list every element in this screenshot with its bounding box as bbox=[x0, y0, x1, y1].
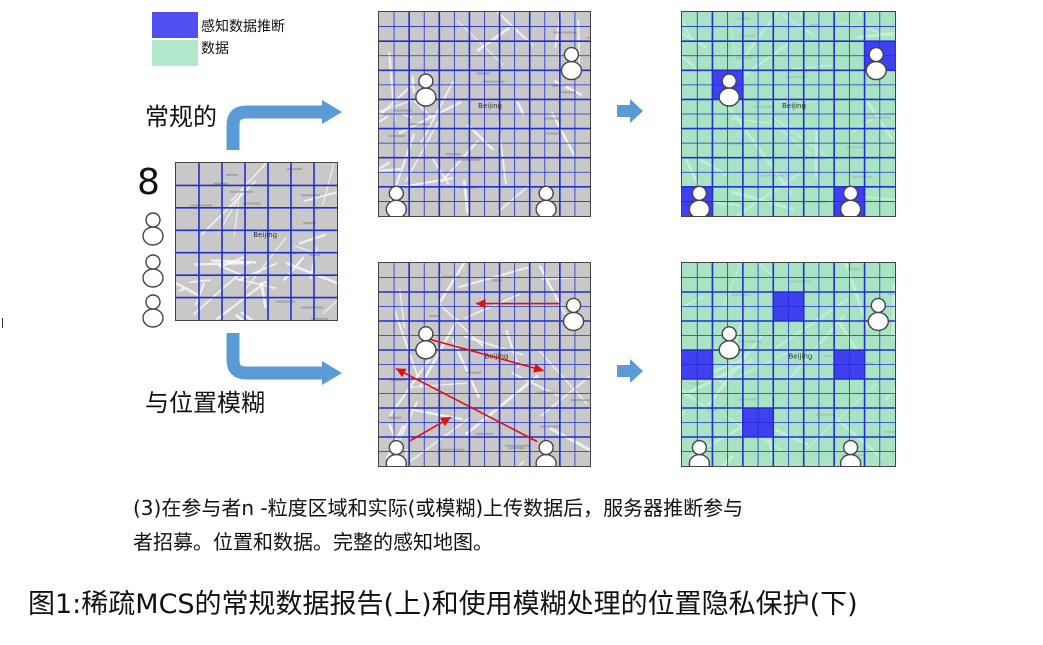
person-icon bbox=[719, 327, 739, 359]
person-icon bbox=[143, 295, 163, 327]
map-regular-inferred: Beijing bbox=[681, 11, 896, 217]
map-city-label: Beijing bbox=[782, 102, 806, 110]
arrow-down-head bbox=[322, 361, 342, 385]
person-icon bbox=[416, 74, 436, 106]
person-icon bbox=[141, 206, 165, 246]
person-icon bbox=[561, 48, 581, 80]
figure-title: 图1:稀疏MCS的常规数据报告(上)和使用模糊处理的位置隐私保护(下) bbox=[28, 582, 858, 621]
person-icon bbox=[143, 213, 163, 245]
map-fuzzy-inferred: Beijing bbox=[681, 262, 896, 467]
person-icon bbox=[141, 288, 165, 328]
person-icon bbox=[719, 74, 739, 106]
arrow-up-curve bbox=[233, 112, 325, 150]
map-regular-upload: Beijing bbox=[378, 11, 591, 217]
map-fuzzy-upload: Beijing bbox=[378, 262, 591, 467]
person-icon bbox=[868, 298, 888, 330]
map-city-label: Beijing bbox=[478, 102, 502, 110]
arrow-right-top bbox=[617, 99, 643, 123]
map-small: Beijing bbox=[175, 162, 338, 321]
person-icon bbox=[141, 248, 165, 288]
person-icon bbox=[416, 327, 436, 359]
caption-line-1: (3)在参与者n -粒度区域和实际(或模糊)上传数据后，服务器推断参与 bbox=[133, 492, 743, 521]
person-icon bbox=[143, 255, 163, 287]
person-icon bbox=[866, 48, 886, 80]
caption-line-2: 者招募。位置和数据。完整的感知地图。 bbox=[133, 526, 493, 555]
person-icon bbox=[564, 298, 584, 330]
arrow-up-head bbox=[322, 100, 342, 124]
arrow-down-curve bbox=[233, 333, 325, 373]
map-city-label: Beijing bbox=[789, 352, 813, 360]
arrow-right-bottom bbox=[617, 359, 643, 383]
map-city-label: Beijing bbox=[253, 231, 277, 239]
